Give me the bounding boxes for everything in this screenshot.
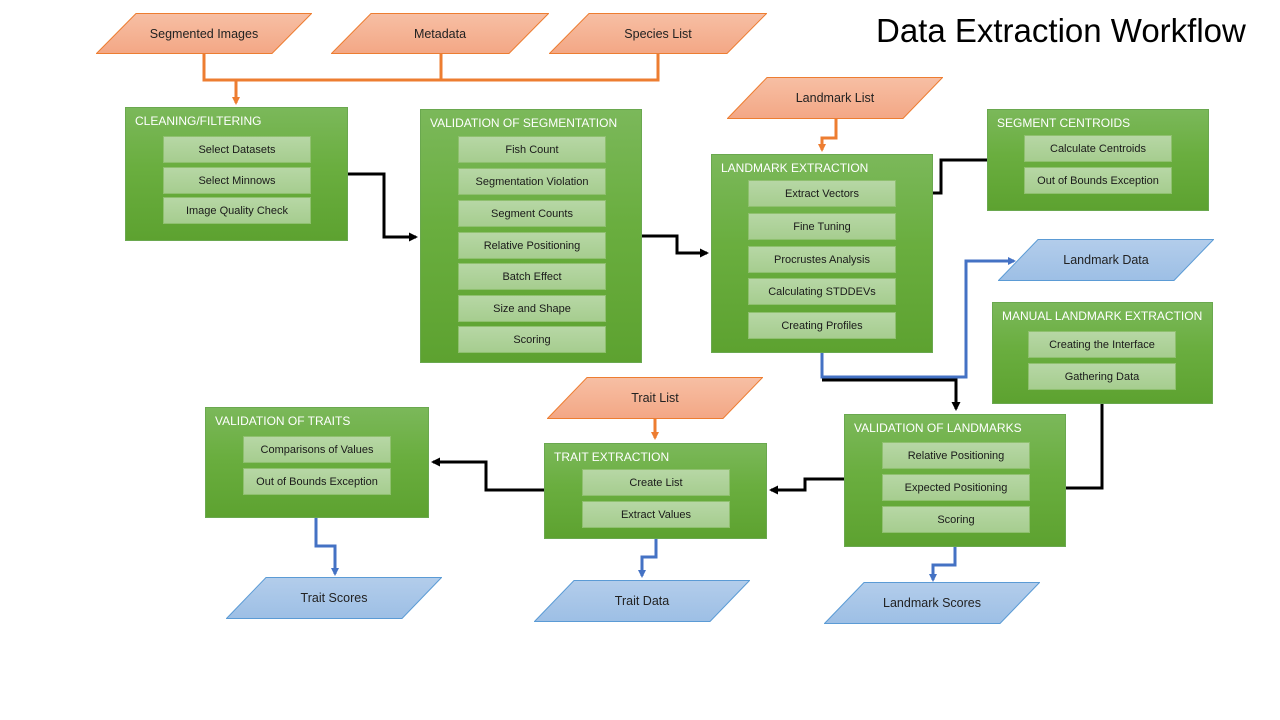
parallelogram-shape	[547, 377, 763, 419]
process-cleaning-filtering[interactable]: CLEANING/FILTERING Select Datasets Selec…	[125, 107, 348, 241]
process-title: VALIDATION OF TRAITS	[215, 414, 351, 428]
output-label: Trait Scores	[300, 591, 368, 605]
output-label: Trait Data	[614, 594, 670, 608]
connector-cleaning-to-segmentation	[348, 172, 418, 242]
input-label: Landmark List	[795, 91, 875, 105]
input-label: Segmented Images	[149, 26, 259, 41]
process-item[interactable]: Batch Effect	[458, 263, 606, 290]
parallelogram-shape	[998, 239, 1214, 281]
connector-validation-traits-to-scores	[314, 518, 339, 576]
connector-validation-landmarks-to-scores	[929, 547, 957, 582]
connector-landmark-list	[818, 119, 838, 152]
process-item[interactable]: Segment Counts	[458, 200, 606, 227]
input-label: Trait List	[631, 391, 679, 405]
process-manual-landmark-extraction[interactable]: MANUAL LANDMARK EXTRACTION Creating the …	[992, 302, 1213, 404]
parallelogram-shape	[549, 13, 767, 54]
parallelogram-shape	[727, 77, 943, 119]
process-item[interactable]: Out of Bounds Exception	[243, 468, 391, 495]
process-item[interactable]: Calculating STDDEVs	[748, 278, 896, 305]
connector-validation-landmarks-to-trait	[769, 477, 844, 495]
process-item[interactable]: Extract Vectors	[748, 180, 896, 207]
process-item[interactable]: Creating the Interface	[1028, 331, 1176, 358]
input-segmented-images[interactable]: Segmented Images	[96, 13, 312, 54]
process-landmark-extraction[interactable]: LANDMARK EXTRACTION Extract Vectors Fine…	[711, 154, 933, 353]
process-title: LANDMARK EXTRACTION	[721, 161, 869, 175]
process-title: CLEANING/FILTERING	[135, 114, 262, 128]
process-item[interactable]: Relative Positioning	[458, 232, 606, 259]
output-trait-data[interactable]: Trait Data	[534, 580, 750, 622]
input-label: Species List	[624, 26, 692, 41]
parallelogram-shape	[331, 13, 549, 54]
input-label: Metadata	[413, 26, 467, 41]
parallelogram-shape	[824, 582, 1040, 624]
output-label: Landmark Data	[1063, 253, 1149, 267]
connector-trait-to-validation-traits	[431, 457, 544, 492]
parallelogram-shape	[226, 577, 442, 619]
process-title: SEGMENT CENTROIDS	[997, 116, 1131, 130]
process-item[interactable]: Size and Shape	[458, 295, 606, 322]
input-trait-list[interactable]: Trait List	[547, 377, 763, 419]
connector-landmark-to-data	[820, 257, 1016, 379]
process-trait-extraction[interactable]: TRAIT EXTRACTION Create List Extract Val…	[544, 443, 767, 539]
process-item[interactable]: Out of Bounds Exception	[1024, 167, 1172, 194]
process-item[interactable]: Image Quality Check	[163, 197, 311, 224]
process-title: TRAIT EXTRACTION	[554, 450, 670, 464]
process-item[interactable]: Fine Tuning	[748, 213, 896, 240]
process-item[interactable]: Relative Positioning	[882, 442, 1030, 469]
connector-segmented-images	[202, 54, 236, 82]
input-landmark-list[interactable]: Landmark List	[727, 77, 943, 119]
process-validation-of-traits[interactable]: VALIDATION OF TRAITS Comparisons of Valu…	[205, 407, 429, 518]
process-segment-centroids[interactable]: SEGMENT CENTROIDS Calculate Centroids Ou…	[987, 109, 1209, 211]
process-item[interactable]: Select Minnows	[163, 167, 311, 194]
process-item[interactable]: Create List	[582, 469, 730, 496]
process-item[interactable]: Comparisons of Values	[243, 436, 391, 463]
process-item[interactable]: Calculate Centroids	[1024, 135, 1172, 162]
process-item[interactable]: Creating Profiles	[748, 312, 896, 339]
output-label: Landmark Scores	[883, 596, 981, 610]
process-validation-of-landmarks[interactable]: VALIDATION OF LANDMARKS Relative Positio…	[844, 414, 1066, 547]
process-item[interactable]: Scoring	[882, 506, 1030, 533]
process-item[interactable]: Select Datasets	[163, 136, 311, 163]
input-species-list[interactable]: Species List	[549, 13, 767, 54]
connector-landmark-to-validation	[822, 378, 961, 411]
connector-trait-to-data	[638, 539, 658, 578]
parallelogram-shape	[96, 13, 312, 54]
process-item[interactable]: Expected Positioning	[882, 474, 1030, 501]
process-item[interactable]: Extract Values	[582, 501, 730, 528]
input-metadata[interactable]: Metadata	[331, 13, 549, 54]
process-title: VALIDATION OF LANDMARKS	[854, 421, 1022, 435]
parallelogram-shape	[534, 580, 750, 622]
process-item[interactable]: Scoring	[458, 326, 606, 353]
process-title: VALIDATION OF SEGMENTATION	[430, 116, 618, 130]
diagram-title: Data Extraction Workflow	[876, 12, 1246, 49]
output-landmark-scores[interactable]: Landmark Scores	[824, 582, 1040, 624]
process-item[interactable]: Procrustes Analysis	[748, 246, 896, 273]
output-landmark-data[interactable]: Landmark Data	[998, 239, 1214, 281]
process-item[interactable]: Fish Count	[458, 136, 606, 163]
process-item[interactable]: Segmentation Violation	[458, 168, 606, 195]
process-title: MANUAL LANDMARK EXTRACTION	[1002, 309, 1203, 323]
connector-metadata	[236, 54, 443, 82]
output-trait-scores[interactable]: Trait Scores	[226, 577, 442, 619]
process-validation-of-segmentation[interactable]: VALIDATION OF SEGMENTATION Fish Count Se…	[420, 109, 642, 363]
connector-segmentation-to-landmark	[642, 234, 709, 258]
connector-species-list	[441, 54, 660, 82]
process-item[interactable]: Gathering Data	[1028, 363, 1176, 390]
